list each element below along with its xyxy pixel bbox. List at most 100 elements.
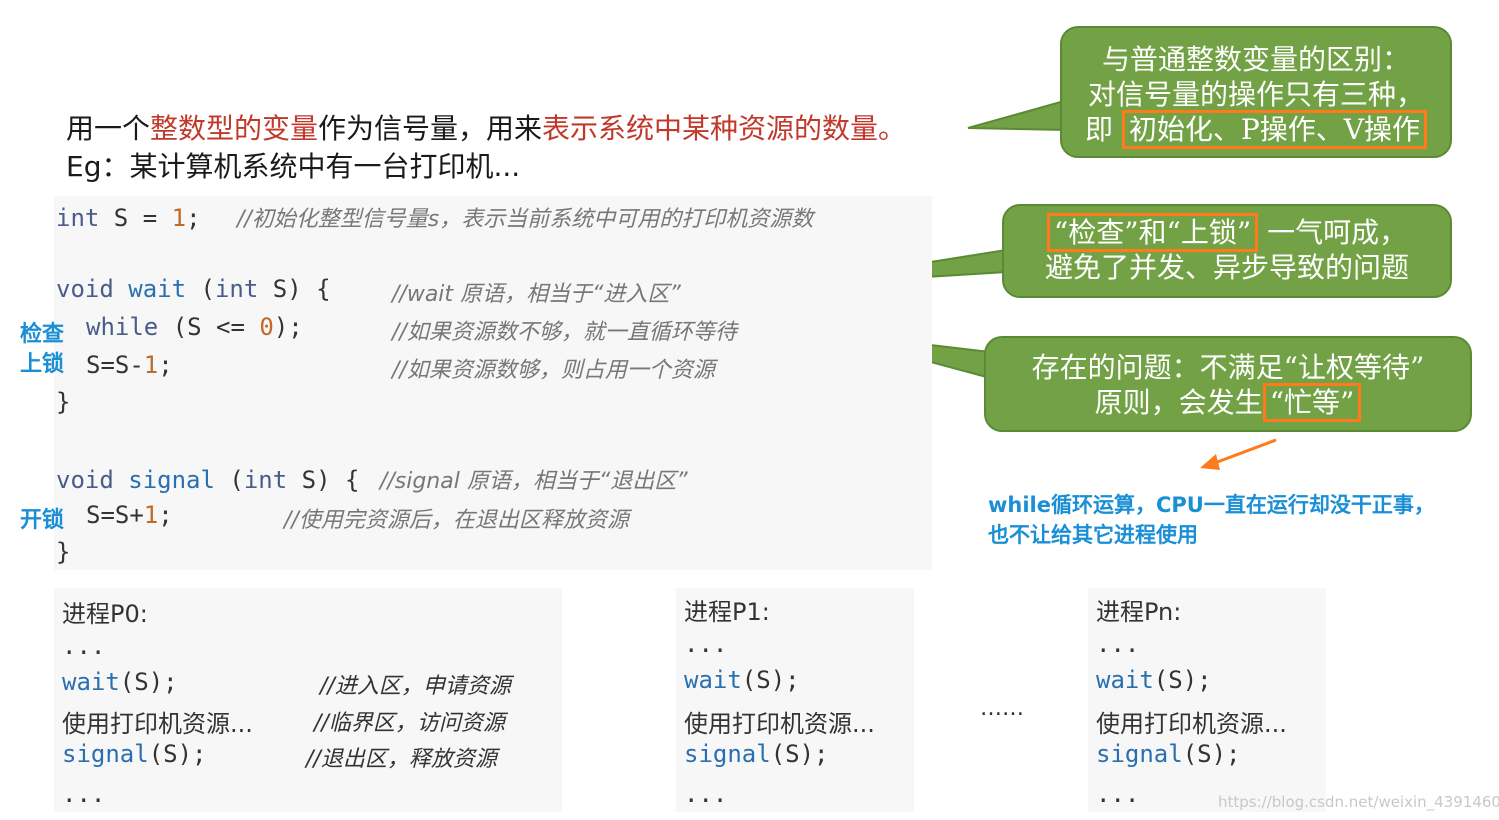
code-text: S=S- [86, 351, 144, 379]
code-text: (S <= [158, 313, 260, 341]
code-text: (S); [148, 740, 207, 768]
code-text: ; [186, 204, 201, 232]
number: 0 [259, 313, 274, 341]
keyword: void [56, 466, 114, 494]
code-panel: int S = 1; //初始化整型信号量s，表示当前系统中可用的打印机资源数 … [54, 196, 932, 570]
process-ellipsis: …… [980, 696, 1024, 721]
process-p1-wait: wait(S); [684, 666, 800, 694]
callout-line: 与普通整数变量的区别： [1101, 43, 1410, 76]
watermark: https://blog.csdn.net/weixin_43914604 [1218, 793, 1499, 811]
function-name: signal [62, 740, 149, 768]
code-comment-decrement: //如果资源数够，则占用一个资源 [392, 358, 715, 383]
callout-text: 一气呵成， [1267, 216, 1408, 249]
code-text: (S); [1182, 740, 1241, 768]
code-line-close-signal: } [56, 538, 71, 566]
callout-line: 对信号量的操作只有三种， [1087, 78, 1424, 111]
callout-line: “检查”和“上锁” 一气呵成， [1004, 213, 1450, 252]
function-name: wait [128, 275, 187, 303]
code-text: ( [186, 275, 215, 303]
code-line-signal-def: void signal (int S) { //signal 原语，相当于“退出… [56, 463, 688, 495]
number: 1 [143, 501, 159, 529]
process-p0-dots-bottom: ... [62, 780, 106, 808]
callout-text: 即 [1085, 113, 1122, 146]
code-text: (S); [741, 666, 800, 694]
note-busy-wait: while循环运算，CPU一直在运行却没干正事， 也不让给其它进程使用 [988, 490, 1435, 550]
callout-atomic: “检查”和“上锁” 一气呵成， 避免了并发、异步导致的问题 [1002, 204, 1452, 298]
keyword: int [214, 275, 259, 303]
intro-highlight-integer-variable: 整数型的变量 [150, 112, 319, 145]
callout-difference: 与普通整数变量的区别： 对信号量的操作只有三种， 即 初始化、P操作、V操作 [1060, 26, 1452, 158]
code-comment-wait: //wait 原语，相当于“进入区” [392, 282, 681, 307]
process-p0-use-comment: //临界区，访问资源 [314, 711, 505, 736]
callout-highlight-check-lock: “检查”和“上锁” [1046, 213, 1259, 252]
function-name: wait [62, 668, 120, 696]
code-text: ); [273, 313, 303, 341]
process-p1-dots-top: ... [684, 630, 728, 658]
code-text: ; [158, 351, 173, 379]
callout-line: 避免了并发、异步导致的问题 [1044, 251, 1409, 284]
callout-line: 即 初始化、P操作、V操作 [1062, 110, 1450, 149]
process-pn-title: 进程Pn: [1096, 598, 1182, 626]
code-text: S) { [258, 275, 331, 303]
callout-line: 原则，会发生“忙等” [986, 383, 1470, 422]
side-label-check: 检查 [20, 322, 65, 347]
note-line: while循环运算，CPU一直在运行却没干正事， [988, 493, 1435, 517]
callout-highlight-operations: 初始化、P操作、V操作 [1121, 110, 1427, 149]
process-p0-use: 使用打印机资源... [62, 710, 253, 738]
code-text: S = [99, 204, 172, 232]
function-name: wait [684, 666, 742, 694]
keyword: int [56, 204, 100, 232]
function-name: wait [1096, 666, 1154, 694]
function-name: signal [128, 466, 215, 494]
side-label-unlock: 开锁 [20, 508, 65, 533]
number: 1 [143, 351, 159, 379]
process-p0-dots-top: ... [62, 632, 106, 660]
code-text: (S); [1153, 666, 1212, 694]
intro-line-2: Eg：某计算机系统中有一台打印机... [66, 150, 521, 183]
process-p0-wait: wait(S); [62, 668, 178, 696]
intro-text: 用一个 [66, 112, 151, 145]
process-p0-panel: 进程P0: ... wait(S); //进入区，申请资源 使用打印机资源...… [54, 588, 562, 812]
code-line-close-wait: } [56, 388, 71, 416]
code-line-decrement: S=S-1; [86, 351, 173, 379]
process-p0-title: 进程P0: [62, 600, 148, 628]
number: 1 [171, 204, 187, 232]
code-line-while: while (S <= 0); [86, 313, 303, 341]
keyword: while [86, 313, 159, 341]
code-text: (S); [770, 740, 829, 768]
code-comment: //初始化整型信号量s，表示当前系统中可用的打印机资源数 [236, 207, 814, 232]
note-line: 也不让给其它进程使用 [988, 523, 1198, 547]
process-pn-panel: 进程Pn: ... wait(S); 使用打印机资源... signal(S);… [1088, 588, 1326, 812]
process-p0-signal: signal(S); [62, 740, 207, 768]
code-text: (S); [119, 668, 178, 696]
code-comment-increment: //使用完资源后，在退出区释放资源 [284, 508, 629, 533]
arrow-line [1211, 438, 1277, 466]
code-text: S) { [287, 466, 360, 494]
callout-line: 存在的问题：不满足“让权等待” [1031, 351, 1425, 384]
code-comment-while: //如果资源数不够，就一直循环等待 [392, 320, 737, 345]
process-pn-dots-top: ... [1096, 630, 1140, 658]
code-text: S=S+ [86, 501, 144, 529]
callout-highlight-busy-wait: “忙等” [1262, 383, 1362, 422]
callout-problem: 存在的问题：不满足“让权等待” 原则，会发生“忙等” [984, 336, 1472, 432]
code-text: ( [214, 466, 244, 494]
process-p0-wait-comment: //进入区，申请资源 [320, 674, 511, 699]
intro-highlight-resource-count: 表示系统中某种资源的数量。 [542, 112, 907, 145]
callout-text: 原则，会发生 [1094, 386, 1263, 419]
arrow-head-icon [1200, 454, 1220, 470]
intro-text: 作为信号量，用来 [318, 112, 543, 145]
process-p1-signal: signal(S); [684, 740, 829, 768]
process-pn-dots-bottom: ... [1096, 780, 1140, 808]
keyword: int [243, 466, 288, 494]
function-name: signal [684, 740, 771, 768]
process-pn-signal: signal(S); [1096, 740, 1241, 768]
code-comment-signal: //signal 原语，相当于“退出区” [379, 469, 688, 494]
intro-line-1: 用一个整数型的变量作为信号量，用来表示系统中某种资源的数量。 [66, 110, 906, 148]
process-pn-wait: wait(S); [1096, 666, 1212, 694]
code-line-wait-def: void wait (int S) { [56, 275, 331, 303]
process-p1-dots-bottom: ... [684, 780, 728, 808]
process-p1-use: 使用打印机资源... [684, 710, 875, 738]
callout-1-tail [967, 98, 1069, 132]
process-p1-title: 进程P1: [684, 598, 770, 626]
keyword: void [56, 275, 114, 303]
